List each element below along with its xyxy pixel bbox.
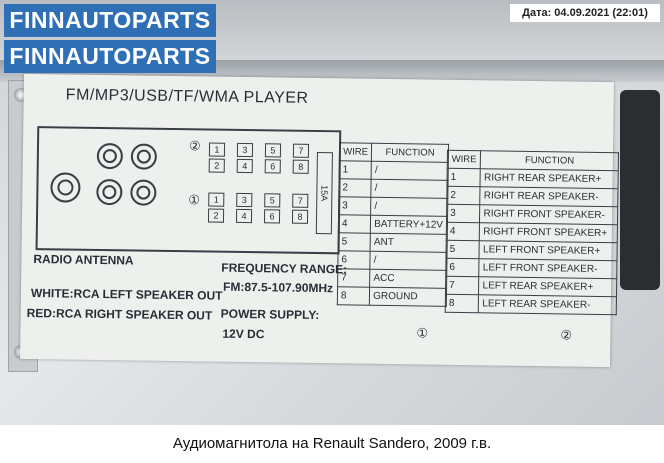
table1-footer-mark: ① xyxy=(416,325,429,341)
pin: 7 xyxy=(292,193,309,208)
table-cell: 5 xyxy=(445,240,480,259)
wiring-label: FM/MP3/USB/TF/WMA PLAYER ② 1 3 5 7 2 4 6… xyxy=(20,73,619,368)
table-cell: 5 xyxy=(338,232,371,252)
table-header: FUNCTION xyxy=(371,143,449,163)
product-photo: FM/MP3/USB/TF/WMA PLAYER ② 1 3 5 7 2 4 6… xyxy=(0,0,664,425)
table-cell: RIGHT REAR SPEAKER+ xyxy=(480,168,619,189)
table-cell: 3 xyxy=(446,204,481,223)
pin: 1 xyxy=(208,192,225,207)
pin: 5 xyxy=(264,193,281,208)
connector2-mark: ② xyxy=(188,138,201,154)
pin: 3 xyxy=(236,192,253,208)
pin: 2 xyxy=(207,208,225,223)
pin: 6 xyxy=(264,159,281,174)
table-cell: 8 xyxy=(445,294,479,313)
table-cell: 2 xyxy=(446,186,481,205)
table-cell: ANT xyxy=(370,233,448,253)
table-cell: / xyxy=(371,161,449,181)
table-cell: 6 xyxy=(337,250,371,270)
table-cell: ACC xyxy=(369,269,447,289)
table-cell: LEFT REAR SPEAKER+ xyxy=(478,276,617,297)
red-rca-label: RED:RCA RIGHT SPEAKER OUT xyxy=(26,305,213,323)
pin: 4 xyxy=(236,158,253,174)
pin: 4 xyxy=(235,208,253,224)
power-supply-label: POWER SUPPLY: xyxy=(220,306,320,323)
table-cell: RIGHT REAR SPEAKER- xyxy=(480,186,618,207)
table-cell: 8 xyxy=(337,286,370,306)
table-header: WIRE xyxy=(339,142,372,162)
fuse-label: 15A xyxy=(315,151,333,235)
pin: 5 xyxy=(264,143,282,158)
pin: 3 xyxy=(236,142,254,158)
table-cell: 1 xyxy=(339,160,372,180)
table2-footer-mark: ② xyxy=(560,327,573,343)
photo-caption: Аудиомагнитола на Renault Sandero, 2009 … xyxy=(0,425,664,463)
table-cell: BATTERY+12V xyxy=(370,215,448,235)
table-cell: 7 xyxy=(337,268,371,288)
table-cell: 6 xyxy=(445,258,480,277)
pin: 6 xyxy=(263,209,281,224)
right-connector-slot xyxy=(620,90,660,290)
pin: 8 xyxy=(292,159,309,174)
pin: 2 xyxy=(208,158,225,173)
table-cell: LEFT FRONT SPEAKER- xyxy=(479,258,617,279)
table-cell: GROUND xyxy=(369,287,447,307)
connector1-pins: 1 3 5 7 2 4 6 8 xyxy=(207,192,314,224)
label-title: FM/MP3/USB/TF/WMA PLAYER xyxy=(65,86,309,107)
table-header: WIRE xyxy=(447,150,481,169)
table-cell: 2 xyxy=(338,178,372,198)
watermark-logo: FINNAUTOPARTS xyxy=(4,4,216,37)
table-cell: LEFT FRONT SPEAKER+ xyxy=(479,240,618,261)
table-header: FUNCTION xyxy=(480,150,619,171)
table-cell: LEFT REAR SPEAKER- xyxy=(478,294,617,315)
table-cell: 4 xyxy=(446,222,480,241)
pin: 8 xyxy=(291,209,309,224)
table-cell: 3 xyxy=(338,196,372,216)
frequency-range-label: FREQUENCY RANGE: xyxy=(221,260,348,277)
rca-socket-icon xyxy=(130,143,158,170)
table-cell: / xyxy=(371,179,449,199)
rca-socket-icon xyxy=(96,178,123,206)
rca-socket-icon xyxy=(96,142,124,170)
table-cell: / xyxy=(370,251,448,271)
table-cell: RIGHT FRONT SPEAKER- xyxy=(479,204,618,225)
table-cell: 7 xyxy=(445,276,480,295)
date-badge: Дата: 04.09.2021 (22:01) xyxy=(510,4,660,22)
frequency-range-value: FM:87.5-107.90MHz xyxy=(222,279,334,296)
connector1-mark: ① xyxy=(188,192,201,208)
connector2-pins: 1 3 5 7 2 4 6 8 xyxy=(208,142,315,174)
pin: 7 xyxy=(292,143,310,158)
antenna-socket-icon xyxy=(50,172,81,203)
table-cell: / xyxy=(370,197,448,217)
table-cell: 1 xyxy=(446,168,481,187)
radio-antenna-label: RADIO ANTENNA xyxy=(33,252,134,268)
connector-diagram: ② 1 3 5 7 2 4 6 8 ① 1 3 5 7 2 4 6 8 xyxy=(35,126,342,255)
white-rca-label: WHITE:RCA LEFT SPEAKER OUT xyxy=(30,286,223,303)
table-cell: RIGHT FRONT SPEAKER+ xyxy=(479,222,618,243)
pin: 1 xyxy=(208,142,226,157)
watermark-logo: FINNAUTOPARTS xyxy=(4,40,216,73)
table-cell: 4 xyxy=(338,214,371,234)
power-supply-value: 12V DC xyxy=(222,326,265,342)
rca-socket-icon xyxy=(130,179,157,206)
